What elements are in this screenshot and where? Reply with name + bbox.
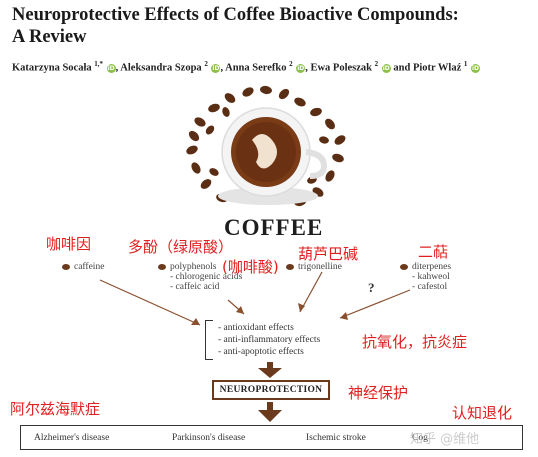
neuroprotection-box: NEUROPROTECTION: [212, 380, 330, 400]
disease-item: Ischemic stroke: [306, 433, 366, 443]
author-name[interactable]: Katarzyna Socała: [12, 62, 92, 74]
author-name[interactable]: Piotr Wlaź: [412, 62, 462, 74]
coffee-label: COFFEE: [224, 215, 324, 240]
caffeine-label: caffeine: [62, 262, 104, 272]
paper-title-line-1: Neuroprotective Effects of Coffee Bioact…: [12, 5, 459, 25]
trigonelline-cn-label: 葫芦巴碱: [298, 245, 359, 263]
author-conjunction: and: [393, 62, 411, 74]
trigonelline-label: trigonelline: [286, 262, 342, 272]
kahweol-label: - kahweol: [412, 272, 450, 282]
disease-item: Parkinson's disease: [172, 433, 246, 443]
orcid-icon[interactable]: iD: [381, 63, 391, 73]
orcid-icon[interactable]: iD: [471, 63, 481, 73]
caffeic-acid-label: - caffeic acid: [170, 282, 220, 292]
flow-down-arrows: [258, 362, 282, 422]
disease-item: Cog: [412, 433, 428, 443]
coffee-bean-icon: [400, 263, 408, 270]
paper-title: Neuroprotective Effects of Coffee Bioact…: [12, 4, 532, 48]
author-affiliation: 2: [289, 60, 293, 68]
diseases-box: [20, 425, 523, 450]
cognitive-decline-cn-label: 认知退化: [452, 404, 513, 422]
coffee-bean-icon: [62, 263, 70, 270]
paper-title-line-2: A Review: [12, 27, 87, 47]
effects-box: - antioxidant effects - anti-inflammator…: [205, 320, 356, 360]
unknown-compound-mark: ?: [368, 280, 375, 295]
author-name[interactable]: Ewa Poleszak: [310, 62, 373, 74]
diterpenes-cn-label: 二萜: [418, 243, 449, 261]
caffeic-acid-cn-label: (咖啡酸): [222, 258, 279, 276]
author-name[interactable]: Aleksandra Szopa: [120, 62, 202, 74]
alzheimer-cn-label: 阿尔兹海默症: [10, 400, 101, 418]
author-affiliation: 1,*: [94, 60, 103, 68]
polyphenols-cn-label: 多酚（绿原酸）: [128, 238, 234, 256]
arrowheads: [191, 303, 348, 325]
polyphenols-group: polyphenols - chlorogenic acids - caffei…: [158, 262, 242, 292]
author-list: Katarzyna Socała 1,* iD, Aleksandra Szop…: [12, 60, 481, 74]
compound-arrows: [99, 271, 411, 326]
effects-cn-label: 抗氧化，抗炎症: [362, 333, 468, 351]
orcid-icon[interactable]: iD: [296, 63, 306, 73]
diterpenes-group: diterpenes - kahweol - cafestol: [400, 262, 451, 292]
effect-item: - anti-apoptotic effects: [218, 347, 304, 357]
watermark: 知乎 @维他: [410, 432, 480, 447]
coffee-cup-illustration: [218, 107, 328, 205]
cafestol-label: - cafestol: [412, 282, 448, 292]
orcid-icon[interactable]: iD: [106, 63, 116, 73]
chlorogenic-acids-label: - chlorogenic acids: [170, 272, 243, 282]
coffee-bean-icon: [158, 263, 166, 270]
caffeine-cn-label: 咖啡因: [46, 235, 92, 253]
coffee-beans-illustration: [186, 85, 346, 207]
effect-item: - antioxidant effects: [218, 323, 294, 333]
disease-item: Alzheimer's disease: [34, 433, 110, 443]
author-affiliation: 2: [374, 60, 379, 68]
author-name[interactable]: Anna Serefko: [225, 62, 287, 74]
author-affiliation: 2: [204, 60, 208, 68]
orcid-icon[interactable]: iD: [211, 63, 221, 73]
neuroprotection-cn-label: 神经保护: [348, 384, 409, 402]
effect-item: - anti-inflammatory effects: [218, 335, 321, 345]
author-affiliation: 1: [463, 60, 468, 68]
coffee-bean-icon: [286, 263, 294, 270]
